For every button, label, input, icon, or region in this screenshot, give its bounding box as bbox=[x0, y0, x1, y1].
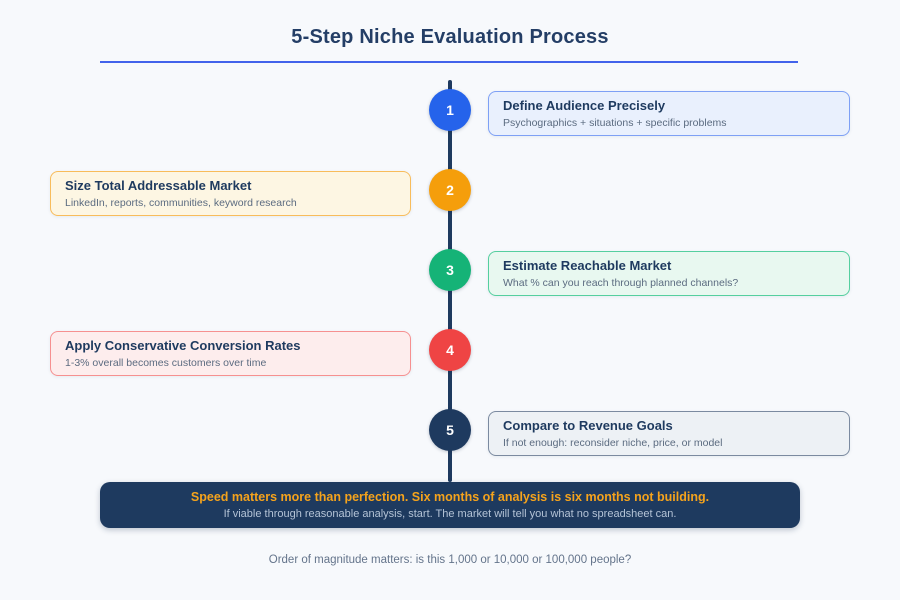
step-1-badge: 1 bbox=[429, 89, 471, 131]
step-3-title: Estimate Reachable Market bbox=[503, 257, 672, 273]
step-1-title: Define Audience Precisely bbox=[503, 97, 666, 113]
step-2-badge: 2 bbox=[429, 169, 471, 211]
banner-subtext: If viable through reasonable analysis, s… bbox=[223, 508, 677, 520]
step-1-card: Define Audience Precisely Psychographics… bbox=[488, 91, 850, 136]
step-4-card: Apply Conservative Conversion Rates 1-3%… bbox=[50, 331, 411, 376]
step-3-badge: 3 bbox=[429, 249, 471, 291]
step-2-number: 2 bbox=[446, 182, 454, 198]
step-2-card: Size Total Addressable Market LinkedIn, … bbox=[50, 171, 411, 216]
key-message-banner: Speed matters more than perfection. Six … bbox=[100, 482, 800, 528]
step-3-card: Estimate Reachable Market What % can you… bbox=[488, 251, 850, 296]
step-3-subtitle: What % can you reach through planned cha… bbox=[503, 276, 739, 289]
step-5-title: Compare to Revenue Goals bbox=[503, 417, 673, 433]
step-5-subtitle: If not enough: reconsider niche, price, … bbox=[503, 436, 723, 449]
banner-headline: Speed matters more than perfection. Six … bbox=[190, 490, 710, 504]
step-2-title: Size Total Addressable Market bbox=[65, 177, 252, 193]
step-4-number: 4 bbox=[446, 342, 454, 358]
step-5-card: Compare to Revenue Goals If not enough: … bbox=[488, 411, 850, 456]
step-4-title: Apply Conservative Conversion Rates bbox=[65, 337, 301, 353]
title-underline bbox=[100, 61, 798, 63]
step-1-subtitle: Psychographics + situations + specific p… bbox=[503, 116, 727, 129]
footer-note: Order of magnitude matters: is this 1,00… bbox=[268, 554, 632, 566]
step-4-subtitle: 1-3% overall becomes customers over time bbox=[65, 356, 267, 369]
step-1-number: 1 bbox=[446, 102, 454, 118]
page-title: 5-Step Niche Evaluation Process bbox=[291, 26, 609, 48]
step-4-badge: 4 bbox=[429, 329, 471, 371]
step-5-number: 5 bbox=[446, 422, 454, 438]
step-2-subtitle: LinkedIn, reports, communities, keyword … bbox=[65, 196, 297, 209]
step-3-number: 3 bbox=[446, 262, 454, 278]
step-5-badge: 5 bbox=[429, 409, 471, 451]
